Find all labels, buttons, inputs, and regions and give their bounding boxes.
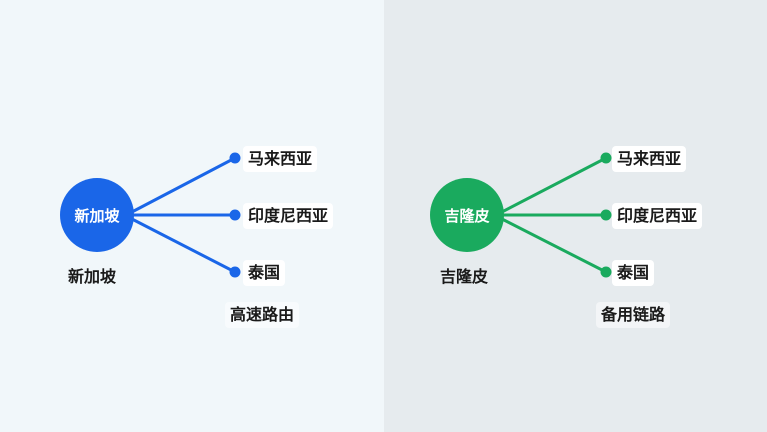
hub-caption: 新加坡 [68,267,117,286]
right-connectors [499,152,612,278]
leaf-node-indonesia: 印度尼西亚 [243,203,334,229]
node-dot [600,209,612,221]
left-connectors [129,152,241,278]
leaf-node-malaysia: 马来西亚 [243,146,318,172]
hub-label: 吉隆皮 [444,206,490,225]
leaf-node-thailand: 泰国 [612,260,655,286]
route-note: 高速路由 [225,302,300,328]
hub-caption: 吉隆皮 [440,267,489,286]
route-note: 备用链路 [596,302,671,328]
node-dot [600,152,612,164]
hub-label: 新加坡 [74,206,120,225]
node-dot [229,152,241,164]
node-dot [229,209,241,221]
node-dot [229,266,241,278]
leaf-node-malaysia: 马来西亚 [612,146,687,172]
leaf-node-indonesia: 印度尼西亚 [612,203,703,229]
hub-node-kuala-lumpur: 吉隆皮 [430,178,504,252]
node-dot [600,266,612,278]
hub-node-singapore: 新加坡 [60,178,134,252]
leaf-node-thailand: 泰国 [243,260,286,286]
